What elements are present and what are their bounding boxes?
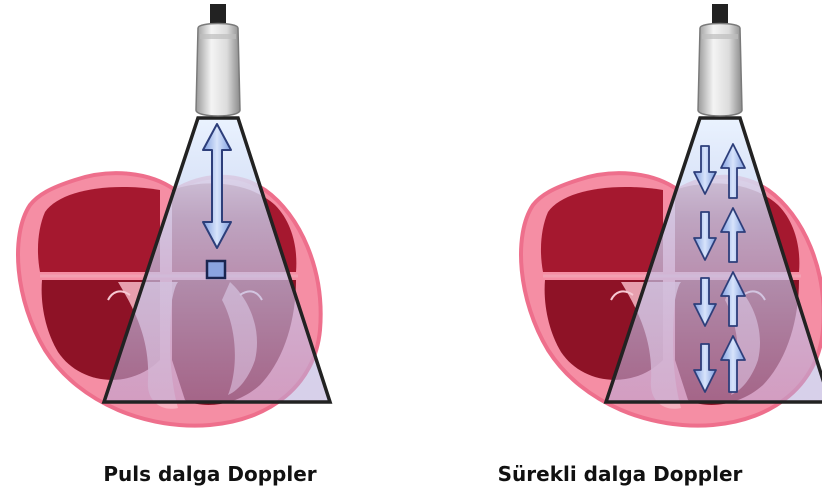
- ultrasound-transducer-icon: [698, 4, 742, 116]
- continuous-wave-panel: [521, 4, 822, 426]
- pulsed-wave-panel: [18, 4, 330, 426]
- ultrasound-transducer-icon: [196, 4, 240, 116]
- continuous-wave-caption: Sürekli dalga Doppler: [430, 460, 810, 488]
- pulsed-wave-caption: Puls dalga Doppler: [20, 460, 400, 488]
- sample-gate-square-icon: [207, 261, 225, 278]
